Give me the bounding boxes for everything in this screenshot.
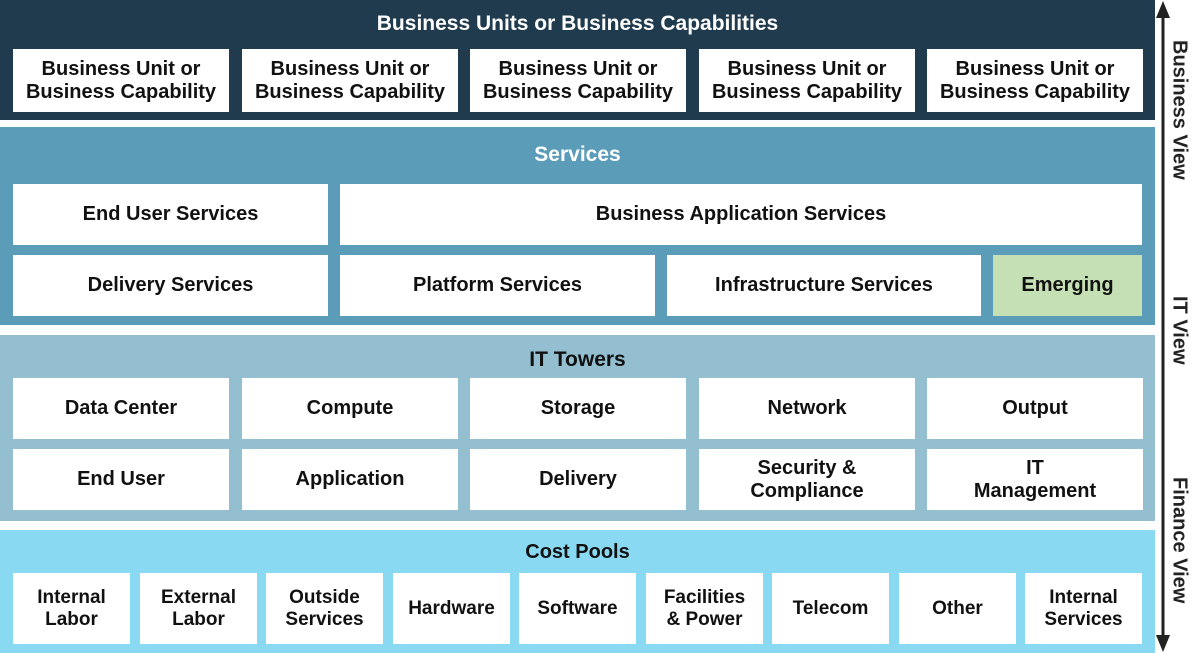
delivery-services-box: Delivery Services: [13, 255, 328, 316]
it-towers-title: IT Towers: [529, 348, 626, 371]
business-unit-box: Business Unit or Business Capability: [242, 49, 458, 112]
business-application-services-box: Business Application Services: [340, 184, 1142, 245]
business-unit-box: Business Unit or Business Capability: [699, 49, 915, 112]
view-axis-arrow: [1156, 1, 1170, 652]
cost-pool-telecom-box: Telecom: [772, 573, 889, 644]
business-units-layer: Business Units or Business Capabilities …: [0, 0, 1155, 120]
it-view-label: IT View: [1168, 295, 1191, 365]
arrow-down-icon: [1156, 635, 1170, 652]
tower-delivery-box: Delivery: [470, 449, 686, 510]
emerging-box: Emerging: [993, 255, 1142, 316]
tower-output-box: Output: [927, 378, 1143, 439]
tower-storage-box: Storage: [470, 378, 686, 439]
tower-data-center-box: Data Center: [13, 378, 229, 439]
services-layer: Services End User Services Business Appl…: [0, 127, 1155, 325]
business-unit-box: Business Unit or Business Capability: [927, 49, 1143, 112]
infrastructure-services-box: Infrastructure Services: [667, 255, 981, 316]
arrow-up-icon: [1156, 1, 1170, 18]
services-title: Services: [534, 143, 621, 166]
tower-security-compliance-box: Security & Compliance: [699, 449, 915, 510]
business-units-title: Business Units or Business Capabilities: [376, 12, 779, 35]
tower-compute-box: Compute: [242, 378, 458, 439]
cost-pool-internal-services-box: Internal Services: [1025, 573, 1142, 644]
business-view-label: Business View: [1168, 40, 1191, 180]
tower-application-box: Application: [242, 449, 458, 510]
cost-pool-outside-services-box: Outside Services: [266, 573, 383, 644]
cost-pools-layer: Cost Pools Internal Labor External Labor…: [0, 530, 1155, 653]
cost-pools-title: Cost Pools: [525, 541, 630, 563]
cost-pool-internal-labor-box: Internal Labor: [13, 573, 130, 644]
cost-pool-software-box: Software: [519, 573, 636, 644]
cost-pool-other-box: Other: [899, 573, 1016, 644]
it-towers-layer: IT Towers Data Center Compute Storage Ne…: [0, 335, 1155, 521]
end-user-services-box: End User Services: [13, 184, 328, 245]
platform-services-box: Platform Services: [340, 255, 655, 316]
business-unit-box: Business Unit or Business Capability: [470, 49, 686, 112]
tower-network-box: Network: [699, 378, 915, 439]
cost-pool-external-labor-box: External Labor: [140, 573, 257, 644]
business-unit-box: Business Unit or Business Capability: [13, 49, 229, 112]
tower-it-management-box: IT Management: [927, 449, 1143, 510]
tower-end-user-box: End User: [13, 449, 229, 510]
finance-view-label: Finance View: [1168, 476, 1191, 604]
cost-pool-facilities-power-box: Facilities & Power: [646, 573, 763, 644]
cost-pool-hardware-box: Hardware: [393, 573, 510, 644]
